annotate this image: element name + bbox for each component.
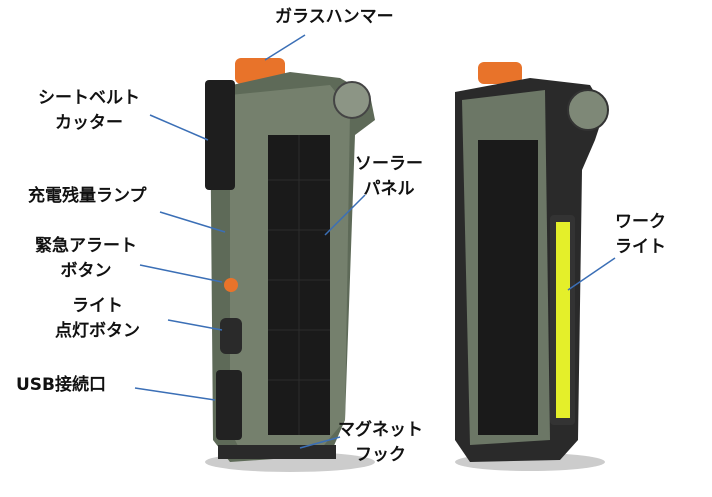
- label-text: パネル: [363, 179, 415, 199]
- label-text: ボタン: [60, 261, 112, 281]
- label-magnet-hook: マグネットフック: [338, 418, 423, 468]
- label-light-button: ライト点灯ボタン: [55, 294, 140, 344]
- light-button: [220, 318, 242, 354]
- label-text: ライト: [615, 237, 666, 257]
- alert-button: [224, 278, 238, 292]
- label-text: シートベルト: [38, 88, 140, 108]
- label-battery-lamp: 充電残量ランプ: [28, 184, 147, 209]
- label-solar-panel: ソーラーパネル: [355, 152, 423, 202]
- label-text: ソーラー: [355, 154, 423, 174]
- left-device: [205, 58, 375, 472]
- work-light: [556, 222, 570, 418]
- label-usb-port: USB接続口: [16, 373, 106, 398]
- label-text: マグネット: [338, 420, 423, 440]
- leader-lines: [134, 34, 616, 449]
- usb-port: [216, 370, 242, 440]
- label-text: 充電残量ランプ: [28, 186, 147, 206]
- label-text: 緊急アラート: [35, 236, 137, 256]
- label-text: 点灯ボタン: [55, 321, 140, 341]
- right-device: [455, 62, 609, 471]
- label-seatbelt-cutter: シートベルトカッター: [38, 86, 140, 136]
- label-text: USB接続口: [16, 375, 107, 395]
- label-text: カッター: [55, 113, 123, 133]
- label-text: ワーク: [615, 212, 666, 232]
- label-text: ガラスハンマー: [275, 7, 394, 27]
- label-alert-button: 緊急アラートボタン: [35, 234, 137, 284]
- label-text: フック: [355, 445, 406, 465]
- label-glass-hammer: ガラスハンマー: [275, 5, 394, 30]
- label-work-light: ワークライト: [615, 210, 666, 260]
- seatbelt-cutter: [205, 80, 235, 190]
- label-text: ライト: [72, 296, 123, 316]
